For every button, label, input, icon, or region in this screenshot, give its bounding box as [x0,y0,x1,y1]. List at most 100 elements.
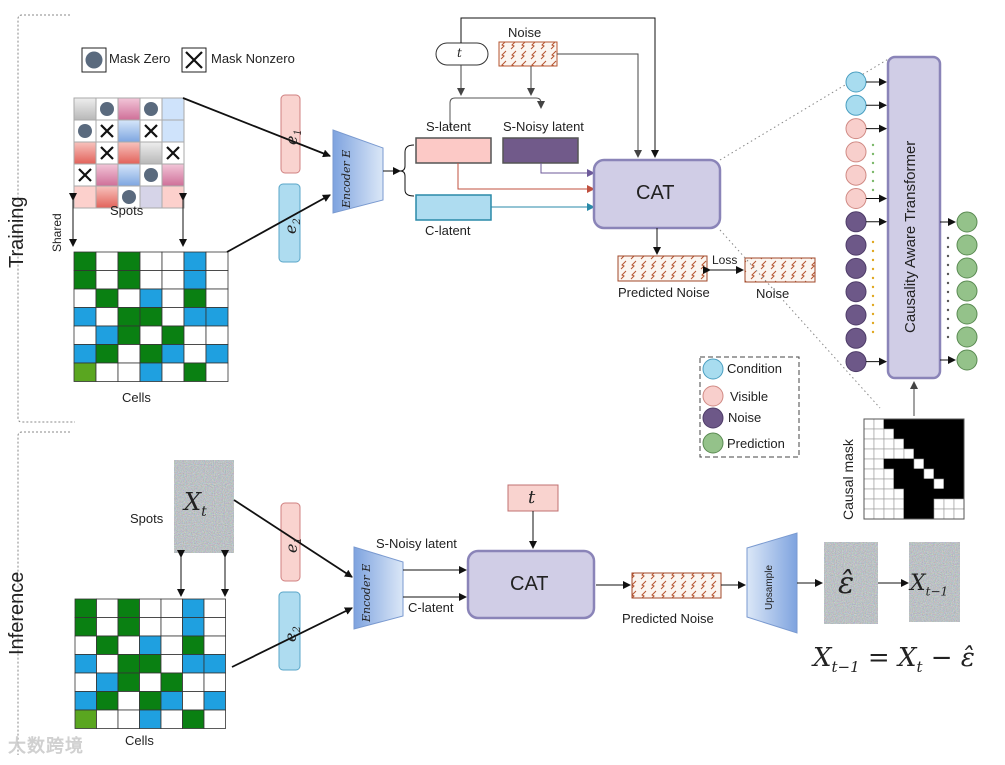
visible-token [845,118,867,140]
cell-square [139,635,162,655]
condition-token [845,71,867,93]
causal-mask-label: Causal mask [840,439,856,520]
cell-square [139,325,163,345]
cell-square [74,672,97,692]
mask-zero-label: Mask Zero [109,51,171,66]
cell-square [74,709,97,729]
mask-cell [883,438,895,450]
predicted-noise-label: Predicted Noise [618,285,710,300]
visible-token [845,164,867,186]
prediction-token [956,280,978,302]
mask-cell [923,498,935,510]
cell-square [117,635,140,655]
cell-square [139,617,162,637]
mask-cell [873,448,885,460]
mask-cell [943,418,955,430]
latent-brace [399,144,415,197]
cell-square [74,617,97,637]
cell-square [182,635,205,655]
spot-cell [117,119,141,143]
cell-square [160,617,183,637]
cell-square [95,362,119,382]
training-e1-label: e1 [282,129,305,145]
cell-square [139,251,163,271]
spot-cell [139,141,163,165]
inference-e1-label: e1 [282,537,305,553]
mask-cell [953,508,965,520]
mask-cell [943,478,955,490]
training-encoder [332,129,384,214]
xt-minus-1-image [909,542,960,622]
mask-cell [913,428,925,440]
prediction-token [956,211,978,233]
mask-cell [863,438,875,450]
mask-cell [933,428,945,440]
cell-square [95,325,119,345]
cell-square [183,307,207,327]
training-spots-label: Spots [110,203,144,218]
noise-token [845,257,867,279]
cell-square [117,617,140,637]
mask-cell [883,478,895,490]
mask-cell [933,418,945,430]
noise-token [845,327,867,349]
cell-square [139,691,162,711]
mask-cell [883,458,895,470]
mask-cell [883,508,895,520]
s-noisy-latent-label: S-Noisy latent [503,119,584,134]
mask-cell [893,468,905,480]
cell-square [73,251,97,271]
causality-aware-transformer [886,55,942,380]
mask-cell [883,418,895,430]
cell-square [117,654,140,674]
visible-token [845,141,867,163]
xt-minus-1-label: Xt−1 [910,571,949,599]
cell-square [205,362,229,382]
cell-square [96,635,119,655]
spot-cell [161,97,185,121]
mask-cell [893,428,905,440]
cell-square [160,635,183,655]
cell-square [183,325,207,345]
cell-square [117,288,141,308]
training-e1-box [280,94,301,174]
inference-bracket [17,431,70,755]
cell-square [74,635,97,655]
mask-cell [933,488,945,500]
mask-cell [873,508,885,520]
training-noise-label: Noise [508,25,542,40]
spot-cell [161,185,185,209]
inference-predicted-noise-box [631,572,722,599]
cell-square [96,617,119,637]
mask-cell [903,508,915,520]
mask-cell [943,428,955,440]
eps-hat-label: ε̂ [838,566,855,601]
cell-square [139,709,162,729]
noise-token [845,234,867,256]
inference-s-noisy-latent-label: S-Noisy latent [376,536,457,551]
mask-cell [953,438,965,450]
cell-square [182,709,205,729]
mask-nonzero-marker [144,124,158,138]
inference-section-label: Inference [6,571,28,655]
mask-cell [933,468,945,480]
cell-square [73,344,97,364]
mask-cell [913,438,925,450]
cell-square [117,598,140,618]
training-cat-label: CAT [636,182,675,204]
cell-square [96,598,119,618]
prediction-token [956,257,978,279]
cell-square [96,654,119,674]
mask-cell [943,498,955,510]
mask-cell [953,448,965,460]
mask-cell [873,488,885,500]
cell-square [205,344,229,364]
cell-square [161,288,185,308]
cell-square [117,709,140,729]
upsample-block [746,532,798,634]
inference-encoder [353,546,404,630]
mask-cell [933,508,945,520]
training-e2-label: e2 [281,218,304,234]
mask-cell [913,488,925,500]
mask-cell [903,438,915,450]
